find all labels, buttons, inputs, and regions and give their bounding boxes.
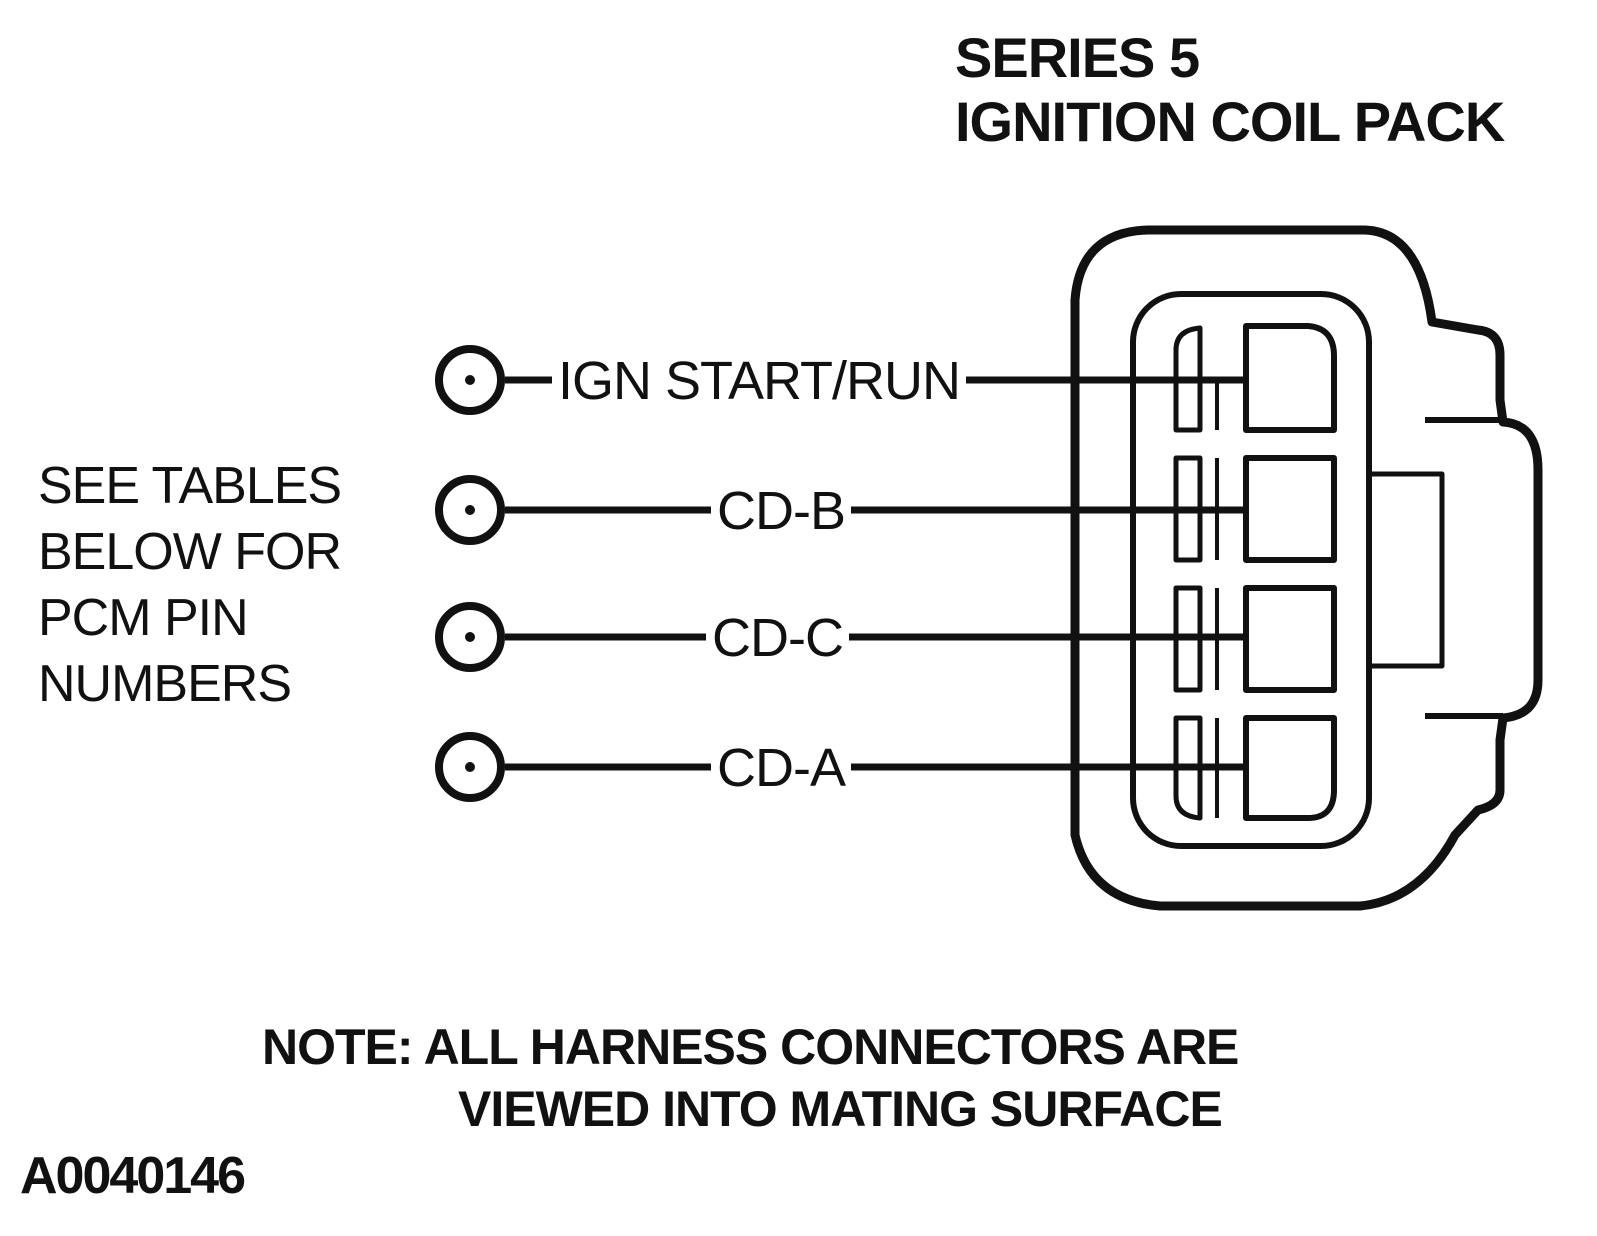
diagram-title-line-1: SERIES 5 [955, 26, 1200, 89]
terminal-pad-1 [1243, 323, 1337, 433]
pin-dot-cd-a [465, 762, 475, 772]
side-note-line-2: BELOW FOR [38, 523, 342, 581]
terminal-latch-1 [1173, 325, 1203, 433]
figure-id: A0040146 [20, 1147, 246, 1205]
connector-cavity [1130, 291, 1372, 849]
harness-note-line-2: VIEWED INTO MATING SURFACE [458, 1081, 1223, 1137]
terminal-pad-3 [1243, 585, 1337, 693]
terminal-pad-4 [1243, 715, 1337, 821]
wire-label-cd-a: CD-A [711, 741, 851, 795]
pin-dot-ign-start-run [465, 375, 475, 385]
diagram-title-line-2: IGNITION COIL PACK [955, 90, 1505, 153]
lock-tab-bracket [1369, 471, 1445, 669]
terminal-pad-2 [1243, 455, 1337, 563]
side-note-line-4: NUMBERS [38, 655, 292, 713]
wire-label-ign-start-run: IGN START/RUN [552, 354, 967, 408]
pin-dot-cd-c [465, 632, 475, 642]
wire-label-cd-b: CD-B [711, 484, 851, 538]
wire-label-cd-c: CD-C [706, 611, 849, 665]
harness-note-line-1: NOTE: ALL HARNESS CONNECTORS ARE [262, 1019, 1239, 1075]
connector-shell [1070, 225, 1543, 911]
terminal-latch-4 [1173, 715, 1203, 821]
side-note-line-1: SEE TABLES [38, 457, 342, 515]
side-note-line-3: PCM PIN [38, 589, 249, 647]
pin-dot-cd-b [465, 505, 475, 515]
